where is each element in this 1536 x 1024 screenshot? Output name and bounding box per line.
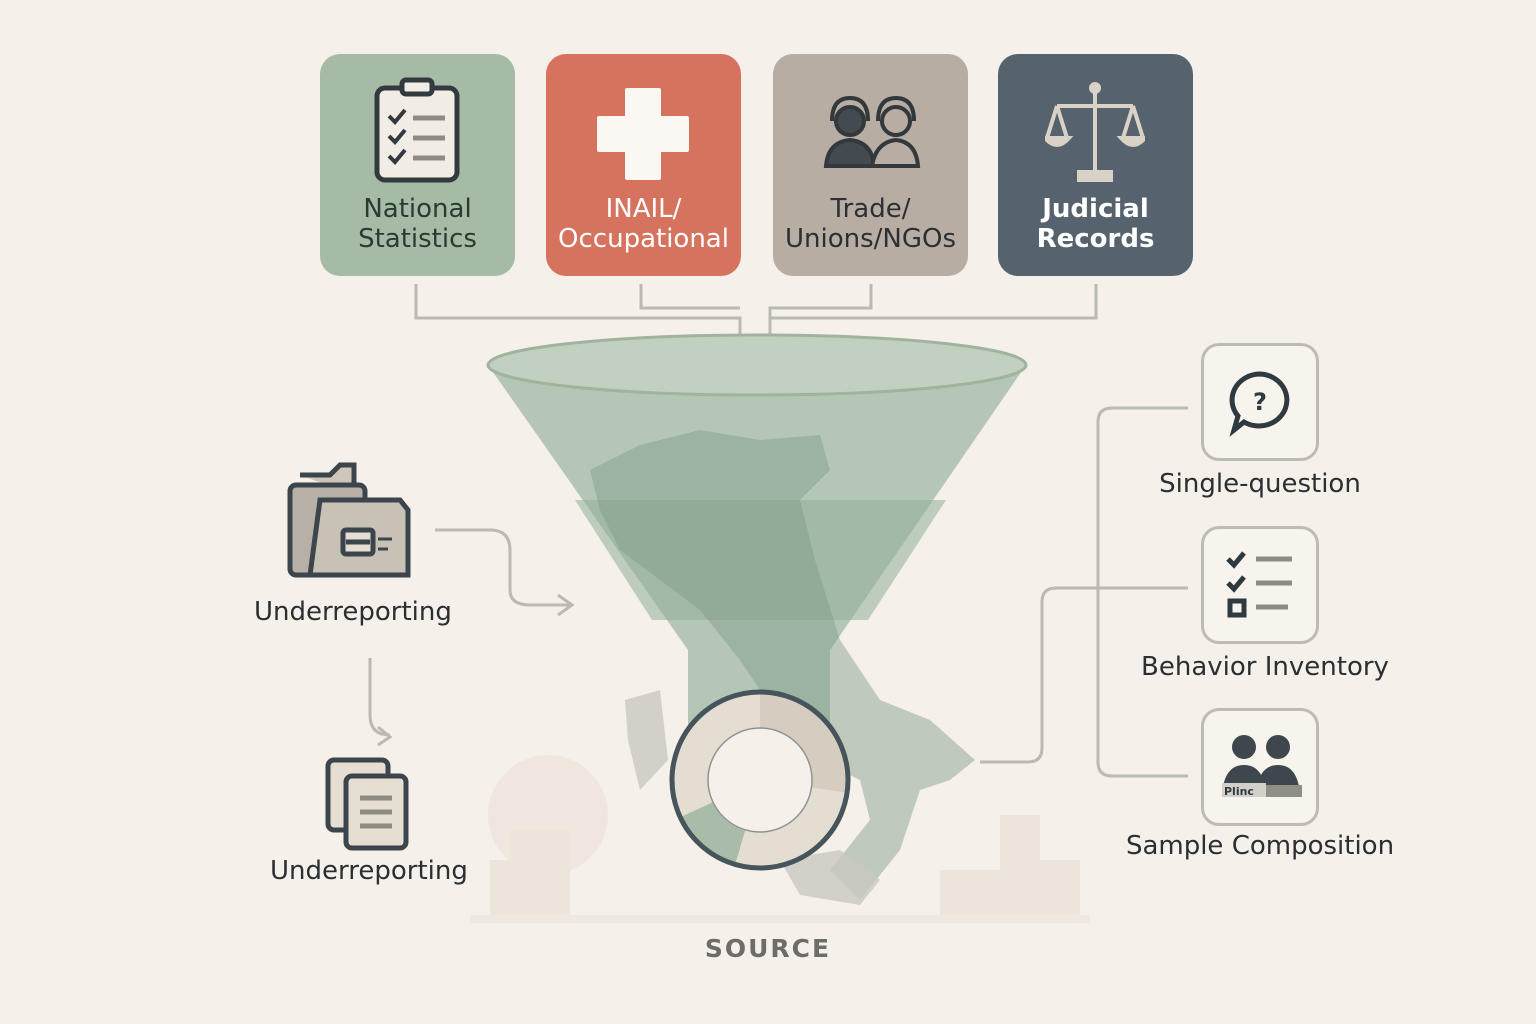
left-connectors xyxy=(368,528,575,747)
underreporting-label-2: Underreporting xyxy=(270,856,468,886)
underreporting-label-1: Underreporting xyxy=(254,597,452,627)
folder-files-icon xyxy=(287,462,411,578)
background-skyline xyxy=(470,755,1090,923)
method-behavior-inventory xyxy=(1201,526,1319,644)
people-headset-icon xyxy=(823,95,921,168)
method-single-question: ? xyxy=(1201,343,1319,461)
svg-text:?: ? xyxy=(1253,388,1267,416)
funnel-output-ring xyxy=(669,689,851,871)
funnel xyxy=(486,333,1028,905)
clipboard-checklist-icon xyxy=(374,77,460,183)
source-card-trade-unions: Trade/Unions/NGOs xyxy=(773,54,968,276)
method-label-sample-composition: Sample Composition xyxy=(1125,831,1395,861)
stacked-documents-icon xyxy=(325,757,409,851)
scales-of-justice-icon xyxy=(1045,82,1145,182)
checklist-icon xyxy=(1226,551,1292,618)
question-bubble-icon: ? xyxy=(1229,371,1290,437)
italy-map-shape xyxy=(590,430,975,900)
group-people-icon: Plinc xyxy=(1222,735,1302,798)
source-card-label: INAIL/Occupational xyxy=(558,194,729,254)
method-sample-composition: Plinc xyxy=(1201,708,1319,826)
source-card-inail: INAIL/Occupational xyxy=(546,54,741,276)
source-card-label: Trade/Unions/NGOs xyxy=(784,194,957,254)
method-label-behavior-inventory: Behavior Inventory xyxy=(1141,652,1389,682)
footer-source-label: SOURCE xyxy=(704,934,832,963)
method-label-single-question: Single-question xyxy=(1159,469,1361,499)
right-connectors xyxy=(980,406,1188,778)
medical-cross-icon xyxy=(597,88,689,180)
sample-icon-text: Plinc xyxy=(1224,785,1254,798)
